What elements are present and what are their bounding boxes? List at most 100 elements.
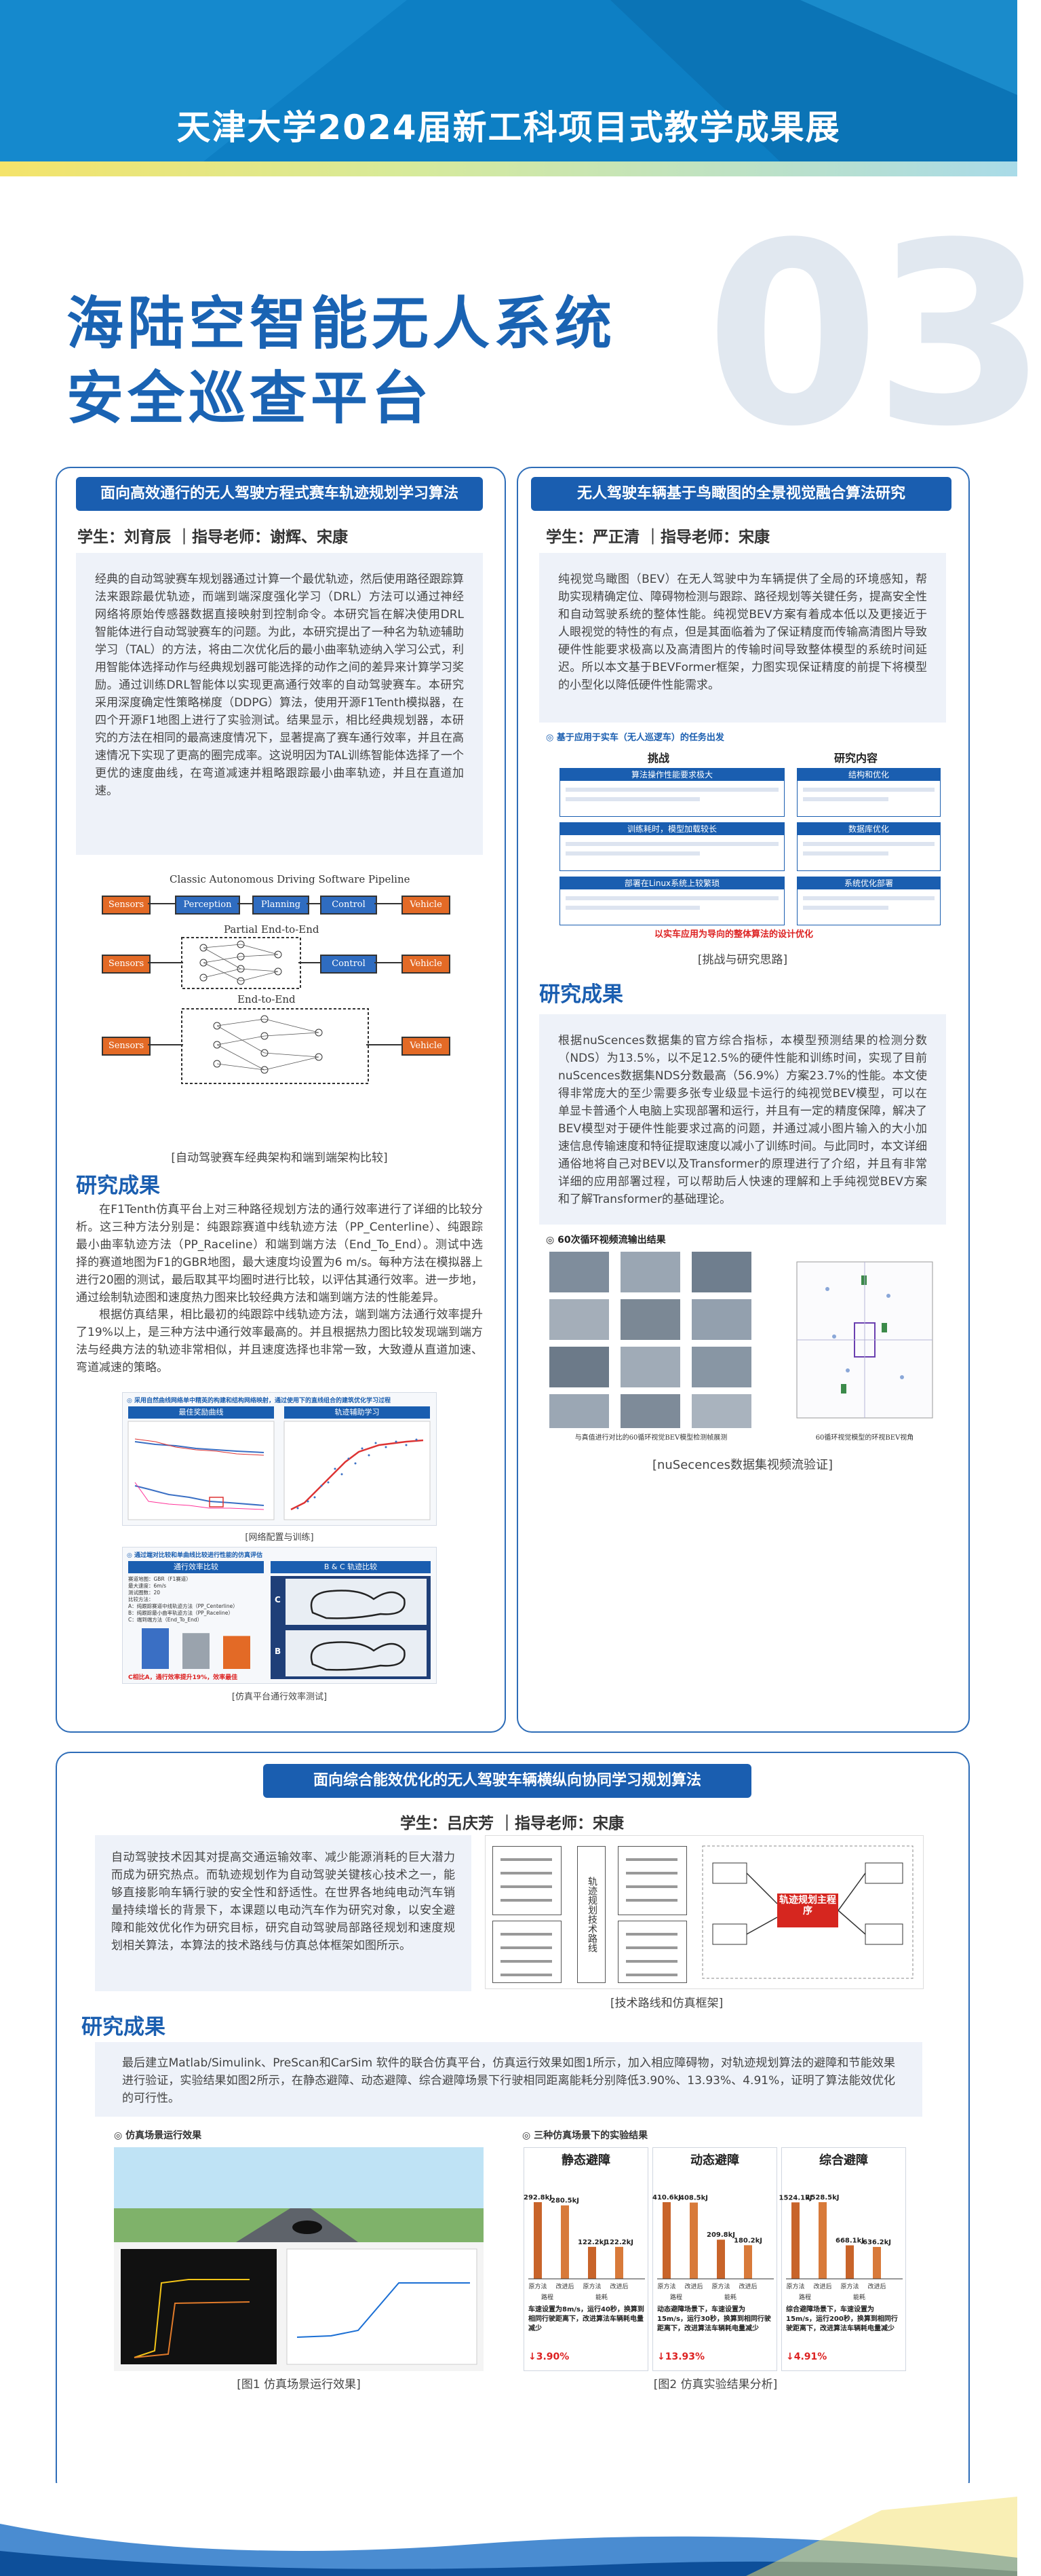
energy-bar	[744, 2245, 752, 2279]
challenge-col2: 研究内容	[834, 752, 878, 765]
fig3-line: B：纯跟踪最小曲率轨迹方法（PP_Raceline）	[128, 1610, 233, 1616]
energy-x-label: 原方法	[711, 2282, 730, 2290]
energy-chart-title: 动态避障	[690, 2153, 739, 2168]
energy-chart-title: 综合避障	[819, 2153, 868, 2168]
fig3-line: C：端到端方法（End_To_End）	[128, 1617, 203, 1623]
panel1-result1: 在F1Tenth仿真平台上对三种路径规划方法的通行效率进行了详细的比较分析。这三…	[76, 1203, 483, 1305]
energy-reduction: ↓4.91%	[786, 2351, 827, 2362]
energy-x-label: 改进后	[739, 2282, 757, 2290]
fig3-right-label: B & C 轨迹比较	[271, 1561, 431, 1573]
energy-bar-label: 292.8kJ	[524, 2194, 552, 2202]
challenge-row3-label: 部署在Linux系统上较繁琐	[560, 877, 784, 889]
fig3-caption: [仿真平台通行效率测试]	[231, 1692, 328, 1702]
challenge-col1: 挑战	[648, 752, 670, 765]
row1-vehicle: Vehicle	[401, 896, 450, 915]
row3-sensors: Sensors	[102, 1037, 151, 1056]
challenge-row1: 算法操作性能要求极大	[559, 768, 785, 817]
energy-reduction: ↓3.90%	[528, 2351, 570, 2362]
efficiency-figure: ◎ 通过端对比较和单曲线比较进行性能的仿真评估 通行效率比较 B & C 轨迹比…	[122, 1547, 437, 1684]
energy-bar	[534, 2202, 542, 2279]
results-caption: [图2 仿真实验结果分析]	[653, 2378, 778, 2391]
research-row2-label: 数据库优化	[798, 823, 940, 835]
energy-bar	[717, 2239, 725, 2279]
energy-chart-title: 静态避障	[562, 2153, 610, 2168]
efficiency-bar	[223, 1636, 250, 1669]
panel2-section: 研究成果	[539, 982, 623, 1007]
energy-bar-label: 410.6kJ	[652, 2194, 681, 2202]
row2-sensors: Sensors	[102, 955, 151, 974]
panel1-meta: 学生：刘育辰 ｜指导老师：谢辉、宋康	[77, 528, 349, 546]
row2-label: Partial End-to-End	[224, 923, 319, 936]
energy-bar-label: 1528.5kJ	[806, 2194, 840, 2202]
energy-x-label: 原方法	[583, 2282, 601, 2290]
fig2-caption: [网络配置与训练]	[245, 1533, 314, 1543]
video-heading: ◎ 60次循环视频流输出结果	[546, 1235, 666, 1246]
header-stripe	[0, 161, 1017, 176]
energy-bar	[846, 2245, 854, 2279]
efficiency-bar	[142, 1628, 169, 1669]
energy-bar	[663, 2202, 671, 2279]
camera-grid: 与真值进行对比的60循环视觉BEV模型检测帧展测	[546, 1248, 756, 1445]
track-label-b: B	[275, 1647, 281, 1656]
panel2-intro: 纯视觉鸟瞰图（BEV）在无人驾驶中为车辆提供了全局的环境感知，帮助实现精确定位、…	[539, 553, 946, 723]
energy-bar	[690, 2202, 698, 2279]
fig3-line: 最大速度：6m/s	[128, 1583, 167, 1589]
panel3-title: 面向综合能效优化的无人驾驶车辆横纵向协同学习规划算法	[263, 1764, 751, 1798]
fig2-heading: ◎ 采用自然曲线网络单中精英的构建和结构网络映射，通过使用下的直线组合的建筑优化…	[127, 1398, 391, 1404]
energy-x-label: 改进后	[867, 2282, 886, 2290]
panel3-section: 研究成果	[81, 2015, 165, 2039]
track-map-b	[286, 1630, 427, 1676]
bev-view: 60循环视觉模型的环视BEV视角	[787, 1248, 943, 1445]
energy-group-label: 路程	[541, 2293, 553, 2301]
energy-bar	[873, 2246, 881, 2279]
sim-screenshot	[114, 2147, 484, 2371]
panel3-meta: 学生：吕庆芳 ｜指导老师：宋康	[400, 1815, 625, 1832]
route-box-3	[618, 1846, 687, 1915]
energy-group-label: 能耗	[595, 2293, 608, 2301]
energy-note: 综合避障场景下，车速设置为15m/s，运行200秒，换算到相同行驶距离下，改进算…	[786, 2306, 898, 2332]
panel1-intro: 经典的自动驾驶赛车规划器通过计算一个最优轨迹，然后使用路径跟踪算法来跟踪最优轨迹…	[76, 553, 483, 855]
energy-bar-label: 209.8kJ	[707, 2231, 735, 2239]
route-caption: [技术路线和仿真框架]	[610, 1997, 724, 2010]
panel3-intro: 自动驾驶技术因其对提高交通运输效率、减少能源消耗的巨大潜力而成为研究热点。而轨迹…	[95, 1835, 471, 1991]
energy-note: 车速设置为8m/s，运行40秒，换算到相同行驶距离下，改进算法车辆耗电量减少	[528, 2306, 644, 2332]
energy-group-label: 能耗	[853, 2293, 865, 2301]
route-center: 轨迹规划主程序	[777, 1893, 838, 1927]
challenge-row2: 训练耗时，模型加载较长	[559, 822, 785, 871]
energy-bar-label: 408.5kJ	[680, 2195, 708, 2202]
fig3-line: 赛道地图：GBR（F1赛道）	[128, 1576, 191, 1582]
energy-bar-label: 636.2kJ	[863, 2239, 891, 2246]
route-box-4	[618, 1921, 687, 1983]
energy-group-label: 路程	[799, 2293, 811, 2301]
fig3-left-label: 通行效率比较	[128, 1561, 264, 1573]
energy-note: 动态避障场景下，车速设置为15m/s，运行30秒，换算到相同行驶距离下，改进算法…	[657, 2306, 771, 2332]
sim-scene	[114, 2147, 484, 2371]
track-map-c	[286, 1579, 427, 1625]
energy-chart-svg: 410.6kJ原方法408.5kJ改进后209.8kJ原方法180.2kJ改进后…	[652, 2194, 774, 2301]
energy-reduction: ↓13.93%	[657, 2351, 705, 2362]
efficiency-bars	[142, 1628, 250, 1669]
camera-grid-label: 与真值进行对比的60循环视觉BEV模型检测帧展测	[574, 1434, 728, 1442]
research-row1: 结构和优化	[797, 768, 941, 817]
energy-x-label: 原方法	[840, 2282, 859, 2290]
fig3-line: 测试圈数：20	[128, 1590, 161, 1596]
big-number: 03	[705, 190, 1041, 482]
panel2-result-text: 根据nuScences数据集的官方综合指标，本模型预测结果的检测分数（NDS）为…	[558, 1034, 927, 1206]
energy-bar	[561, 2205, 569, 2279]
panel2-title: 无人驾驶车辆基于鸟瞰图的全景视觉融合算法研究	[531, 477, 951, 511]
fig3-line: A：纯跟踪赛道中线轨迹方法（PP_Centerline）	[128, 1603, 238, 1609]
panel1-result2: 根据仿真结果，相比最初的纯跟踪中线轨迹方法，端到端方法通行效率提升了19%以上，…	[76, 1308, 483, 1374]
training-figure: ◎ 采用自然曲线网络单中精英的构建和结构网络映射，通过使用下的直线组合的建筑优化…	[122, 1392, 437, 1526]
challenge-figure: ◎ 基于应用于实车（无人巡逻车）的任务出发 挑战 研究内容 算法操作性能要求极大…	[546, 733, 946, 946]
training-curves	[127, 1421, 275, 1520]
energy-group-label: 路程	[670, 2293, 682, 2301]
row3-vehicle: Vehicle	[401, 1037, 450, 1056]
header-banner: 天津大学2024届新工科项目式教学成果展	[0, 0, 1017, 161]
energy-bar-label: 122.2kJ	[605, 2239, 633, 2246]
footer-decoration	[0, 2483, 1017, 2576]
energy-x-label: 改进后	[684, 2282, 703, 2290]
route-box-2	[492, 1921, 562, 1983]
